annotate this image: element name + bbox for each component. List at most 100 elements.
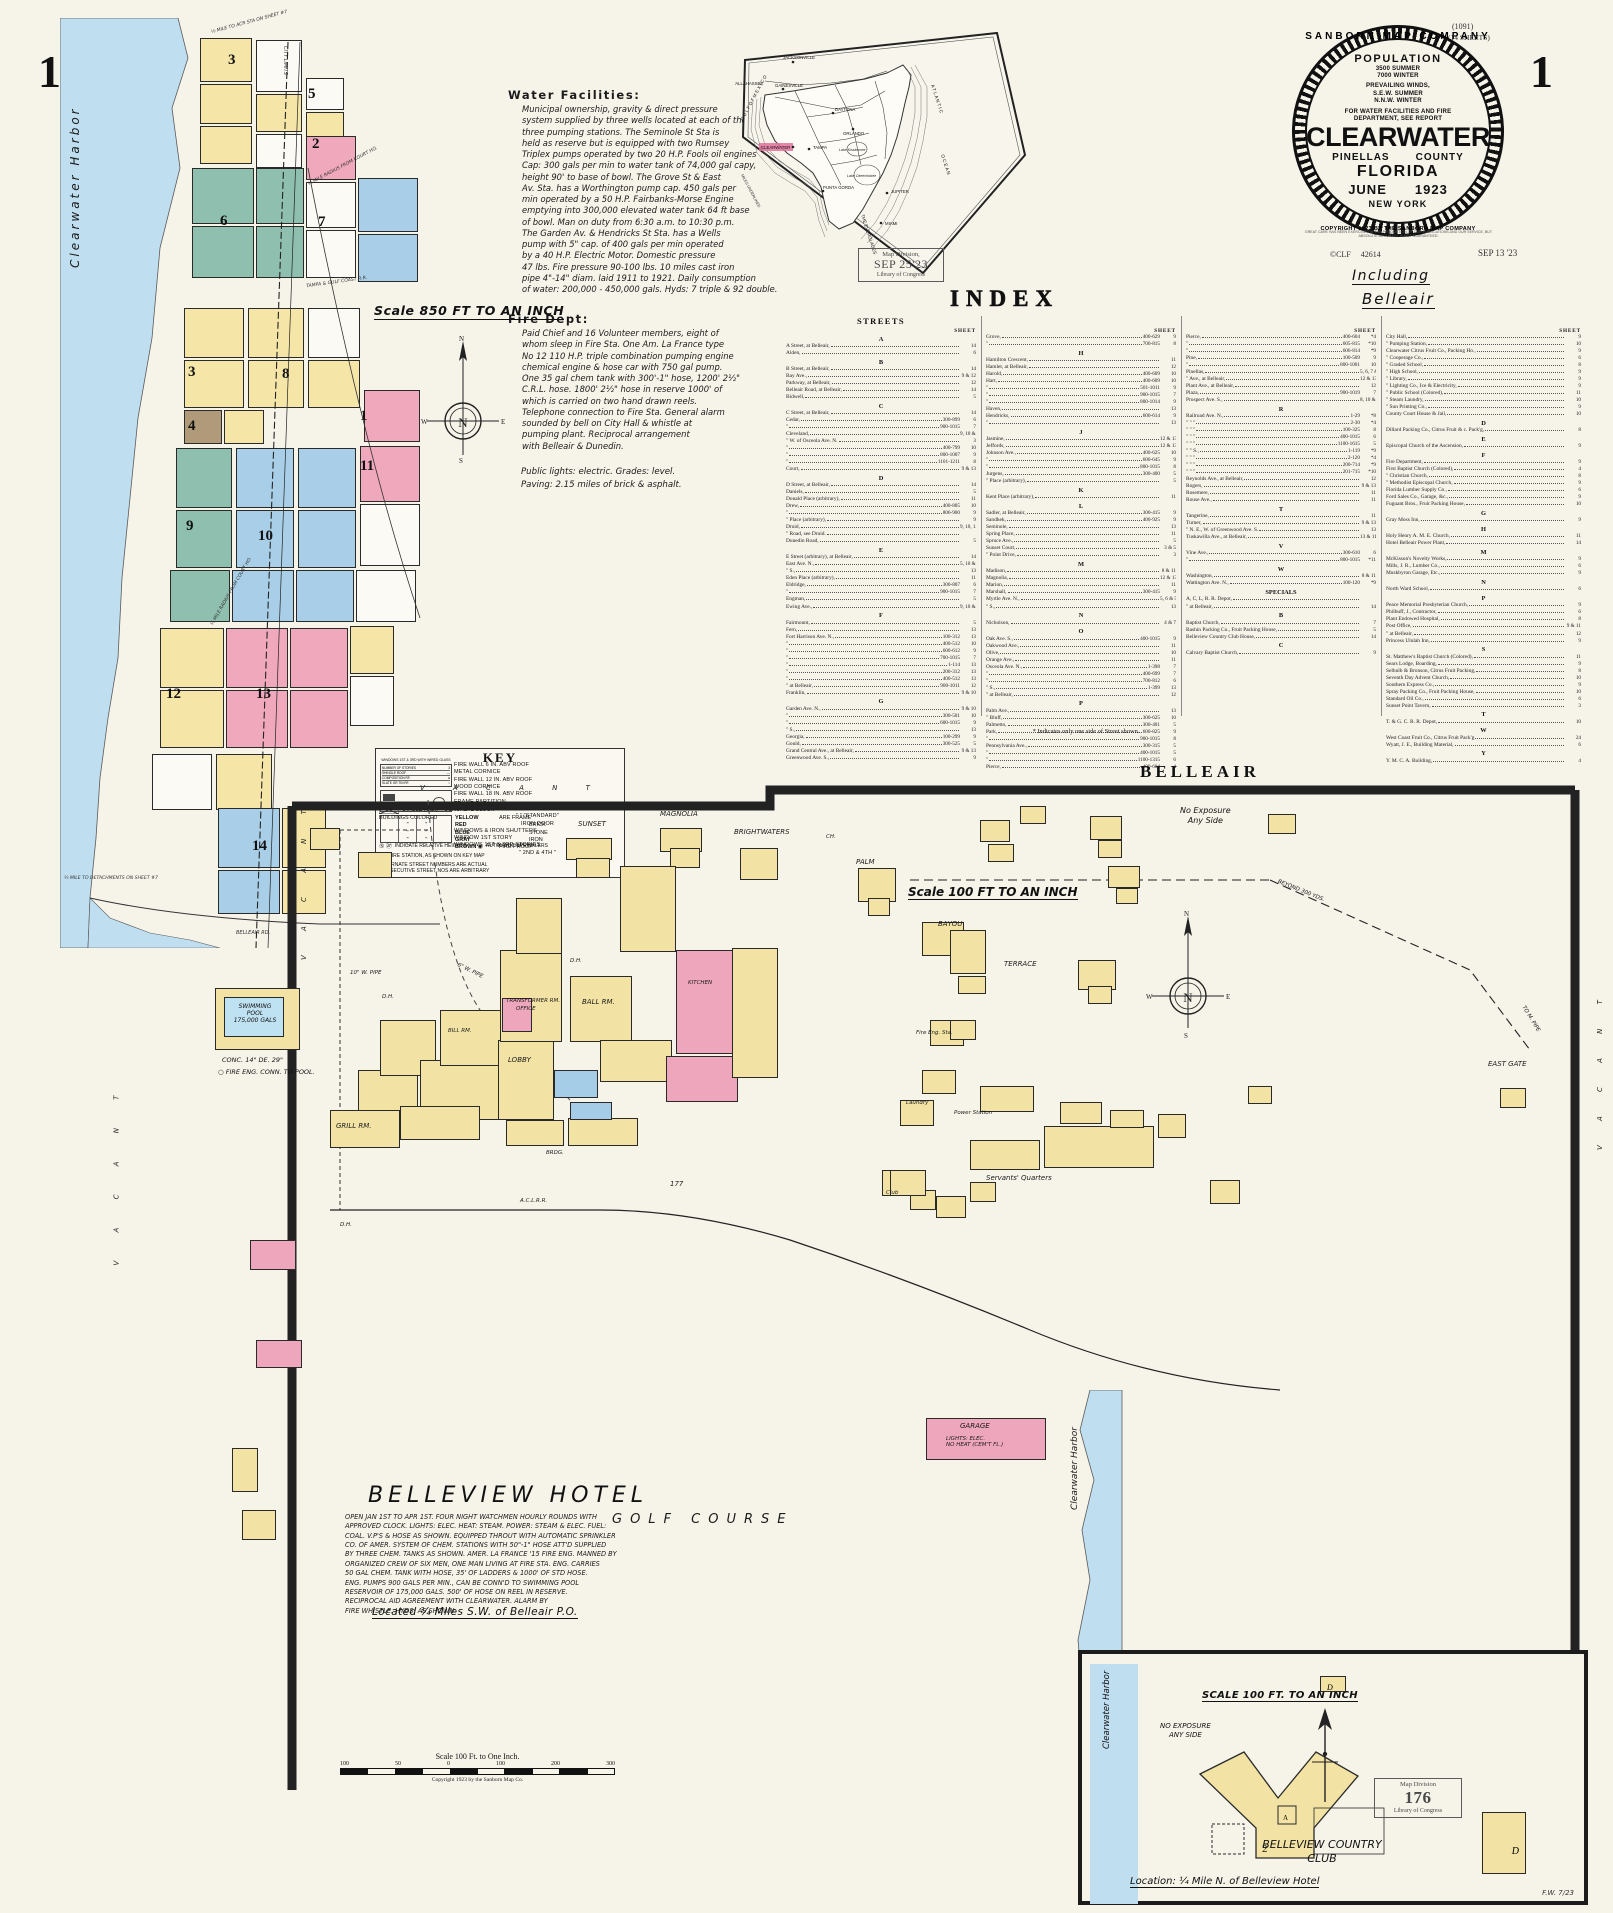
index-entry[interactable]: Bashin Packing Co., Fruit Packing House,…: [1186, 627, 1376, 634]
index-entry[interactable]: Donald Place (arbitrary),11: [786, 496, 976, 503]
index-entry[interactable]: A Street, at Belleair,14: [786, 343, 976, 350]
index-entry[interactable]: Oakwood Ave.,11: [986, 643, 1176, 650]
index-entry[interactable]: Spring Place,11: [986, 531, 1176, 538]
index-entry[interactable]: Fern,13: [786, 627, 976, 634]
index-entry[interactable]: "605-815*10: [1186, 341, 1376, 348]
index-entry[interactable]: Franklin,9 & 10: [786, 690, 976, 697]
index-entry[interactable]: Tuskawilla Ave., at Belleair,13 & 11: [1186, 534, 1376, 541]
clearwater-city-map[interactable]: Clearwater Harbor: [60, 10, 490, 948]
index-entry[interactable]: "13: [986, 420, 1176, 427]
brick-building[interactable]: [250, 1240, 296, 1270]
map-block[interactable]: [256, 168, 304, 224]
cottage-building[interactable]: [922, 1070, 956, 1094]
club-building[interactable]: [970, 1182, 996, 1202]
index-entry[interactable]: Y. M. C. A. Building,4: [1386, 758, 1581, 765]
swimming-pool[interactable]: [224, 997, 284, 1037]
cottage-building[interactable]: [310, 828, 340, 850]
cottage-building[interactable]: [1248, 1086, 1272, 1104]
index-entry[interactable]: Holy Henry A. M. E. Church,11: [1386, 533, 1581, 540]
cottage-building[interactable]: [950, 930, 986, 974]
index-entry[interactable]: " " "2-30*4: [1186, 420, 1376, 427]
cottage-building[interactable]: [1268, 814, 1296, 834]
index-entry[interactable]: Spruce Ave.,5: [986, 538, 1176, 545]
index-entry[interactable]: Episcopal Church of the Ascension,9: [1386, 443, 1581, 450]
index-entry[interactable]: Spray Packing Co., Fruit Packing House,1…: [1386, 689, 1581, 696]
index-entry[interactable]: Belleair Road, at Belleair,14: [786, 387, 976, 394]
index-entry[interactable]: Florida Lumber Supply Co.,6: [1386, 487, 1581, 494]
map-block[interactable]: [176, 510, 232, 568]
index-entry[interactable]: " Library,9: [1386, 376, 1581, 383]
index-entry[interactable]: Hotel Belleair Power Plant,14: [1386, 540, 1581, 547]
hotel-service-wing[interactable]: [666, 1056, 738, 1102]
index-entry[interactable]: McKisson's Novelty Works,9: [1386, 556, 1581, 563]
index-entry[interactable]: Pinellas,5, 6, 7 & 11: [1186, 369, 1376, 376]
index-entry[interactable]: C Street, at Belleair,14: [786, 410, 976, 417]
index-entry[interactable]: Post Office,9 & 11: [1386, 623, 1581, 630]
index-entry[interactable]: Prospect Ave. S.,8, 10 & 13: [1186, 397, 1376, 404]
map-block[interactable]: [184, 360, 244, 408]
map-block[interactable]: [306, 230, 356, 278]
cottage-building[interactable]: [242, 1510, 276, 1540]
index-entry[interactable]: Baptist Church,7: [1186, 620, 1376, 627]
index-entry[interactable]: Marion,11: [986, 582, 1176, 589]
index-entry[interactable]: Daniels,5: [786, 489, 976, 496]
index-entry[interactable]: " " "2-120*4: [1186, 455, 1376, 462]
map-block[interactable]: [308, 360, 360, 408]
index-entry[interactable]: " Point Drive,3: [986, 552, 1176, 559]
index-entry[interactable]: " Methodist Episcopal Church,9: [1386, 480, 1581, 487]
index-entry[interactable]: " Sun Printing Co.,9: [1386, 404, 1581, 411]
servants-quarters-building[interactable]: [1158, 1114, 1186, 1138]
map-block[interactable]: [160, 690, 224, 748]
index-entry[interactable]: Orange Ave.,11: [986, 657, 1176, 664]
belleair-hotel-map[interactable]: V A C A N T V A C A N T V A C A N T V A …: [112, 770, 1604, 1870]
cottage-building[interactable]: [988, 844, 1014, 862]
index-entry[interactable]: " Place (arbitrary),5: [986, 478, 1176, 485]
index-entry[interactable]: North Ward School,6: [1386, 586, 1581, 593]
index-entry[interactable]: Kent Place (arbitrary),11: [986, 494, 1176, 501]
index-entry[interactable]: St. Matthew's Baptist Church (Colored),1…: [1386, 654, 1581, 661]
hotel-ball-room[interactable]: [570, 976, 632, 1042]
map-block[interactable]: [160, 628, 224, 688]
belleview-country-club-inset[interactable]: Clearwater Harbor SCALE 100 FT. TO AN IN…: [1078, 1650, 1588, 1905]
map-block[interactable]: [152, 754, 212, 810]
index-entry[interactable]: " Steam Laundry,10: [1386, 397, 1581, 404]
map-block[interactable]: [176, 448, 232, 508]
hotel-lobby[interactable]: [498, 1040, 554, 1120]
index-entry[interactable]: Bay Ave.,9 & 12: [786, 373, 976, 380]
index-entry[interactable]: City Hall,9: [1386, 334, 1581, 341]
index-entry[interactable]: Gray Moss Inn,9: [1386, 517, 1581, 524]
cottage-building[interactable]: [740, 848, 778, 880]
index-entry[interactable]: Standard Oil Co.,6: [1386, 696, 1581, 703]
map-block[interactable]: [226, 628, 288, 688]
map-block[interactable]: [364, 390, 420, 442]
index-entry[interactable]: Railroad Ave. N.,1-29*8: [1186, 413, 1376, 420]
servants-quarters-building[interactable]: [1060, 1102, 1102, 1124]
map-block[interactable]: [290, 628, 348, 688]
index-entry[interactable]: Peace Memorial Presbyterian Church,9: [1386, 602, 1581, 609]
index-entry[interactable]: " S.,13: [986, 604, 1176, 611]
map-block[interactable]: [248, 360, 304, 408]
index-entry[interactable]: " Lighting Co., Ice & Electricity,9: [1386, 383, 1581, 390]
